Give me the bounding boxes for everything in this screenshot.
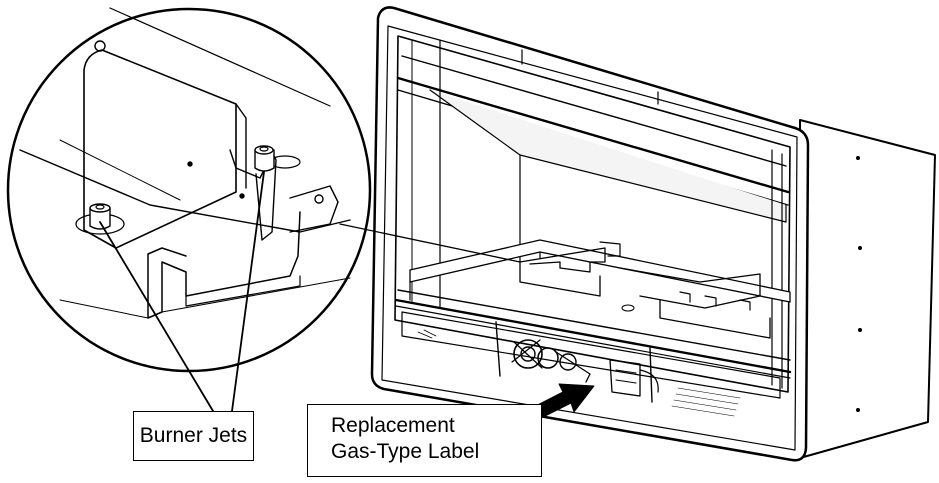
lower-rail [394, 289, 792, 379]
replacement-label-callout: Replacement Gas-Type Label [307, 404, 542, 477]
baffle [429, 89, 787, 223]
control-compartment [401, 311, 781, 417]
side-panel [799, 119, 936, 459]
replacement-label-line2: Gas-Type Label [331, 440, 480, 463]
replacement-label-line1: Replacement [331, 414, 455, 437]
burner-jets-callout: Burner Jets [133, 411, 254, 461]
detail-view [6, 7, 372, 373]
fireplace-insert [370, 6, 936, 462]
burner-jets-label: Burner Jets [139, 424, 248, 447]
detail-pointer-line [339, 223, 521, 263]
burner-jets-leaders [99, 171, 265, 412]
burner-tray [409, 239, 791, 339]
